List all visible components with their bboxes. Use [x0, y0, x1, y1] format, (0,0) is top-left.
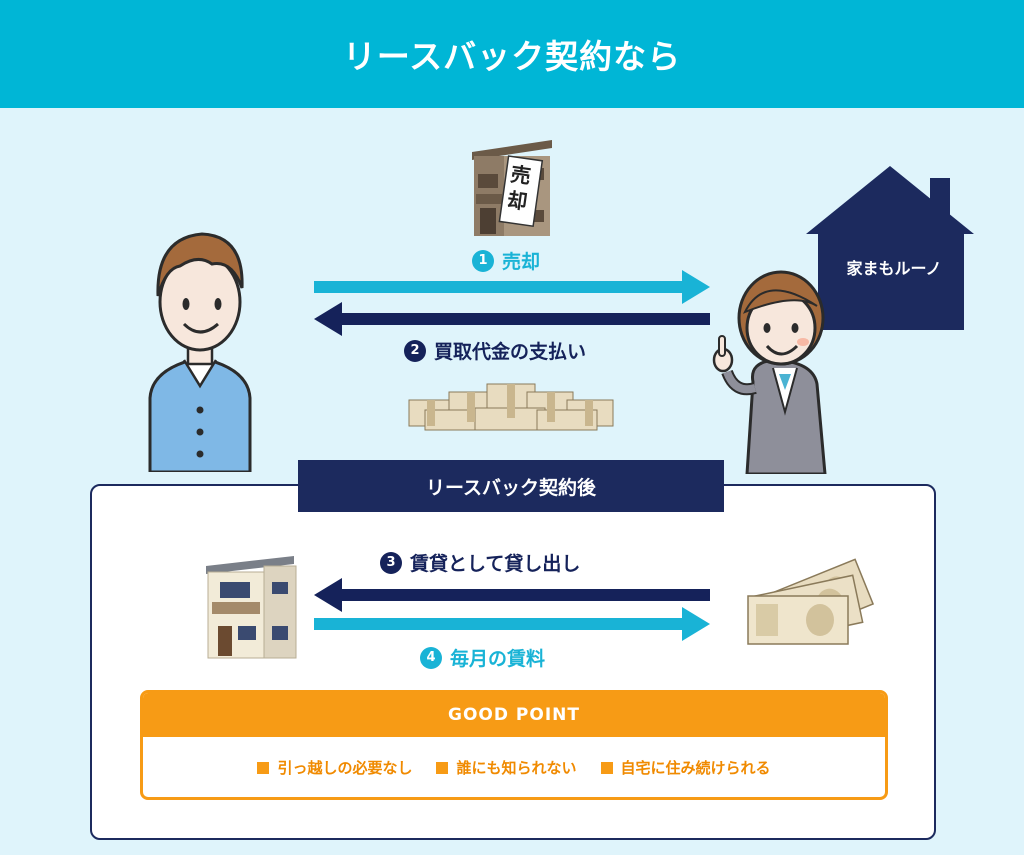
step-2-text: 買取代金の支払い [434, 341, 587, 363]
good-point-item: 引っ越しの必要なし [257, 757, 412, 778]
arrow-left-payment [314, 302, 710, 336]
sale-sign: 売 却 [494, 159, 545, 217]
step-1-label: 1 売却 [472, 247, 540, 274]
good-point-text: 誰にも知られない [456, 759, 577, 777]
sold-house-icon [472, 140, 552, 236]
bullet-square-icon [600, 761, 613, 774]
leased-house-icon [206, 556, 297, 659]
bullet-square-icon [257, 761, 270, 774]
company-name: 家まもルーノ [846, 259, 942, 278]
step-3-text: 賃貸として貸し出し [410, 553, 581, 575]
header-banner: リースバック契約なら [0, 0, 1024, 108]
good-point-item: 自宅に住み続けられる [600, 757, 771, 778]
woman-illustration [712, 270, 827, 474]
page-title: リースバック契約なら [342, 37, 682, 76]
good-point-box: GOOD POINT 引っ越しの必要なし 誰にも知られない 自宅に住み続けられる [140, 690, 888, 800]
step-1-number: 1 [472, 249, 494, 272]
good-point-item: 誰にも知られない [436, 757, 577, 778]
arrow-right-rent [314, 607, 710, 641]
step-4-text: 毎月の賃料 [450, 648, 546, 670]
step-3-label: 3 賃貸として貸し出し [380, 549, 580, 576]
banknotes-icon [747, 558, 874, 645]
step-2-number: 2 [404, 339, 426, 362]
bullet-square-icon [436, 761, 449, 774]
after-contract-banner: リースバック契約後 [298, 460, 724, 512]
good-point-list: 引っ越しの必要なし 誰にも知られない 自宅に住み続けられる [143, 737, 885, 778]
arrow-right-sale [314, 270, 710, 304]
man-illustration [148, 232, 252, 472]
step-4-number: 4 [420, 646, 442, 669]
step-2-label: 2 買取代金の支払い [404, 337, 586, 364]
company-house-icon [806, 166, 974, 330]
good-point-text: 自宅に住み続けられる [620, 759, 771, 777]
arrow-left-lease [314, 578, 710, 612]
good-point-title: GOOD POINT [143, 693, 885, 737]
good-point-text: 引っ越しの必要なし [277, 759, 413, 777]
step-4-label: 4 毎月の賃料 [420, 644, 545, 671]
step-1-text: 売却 [502, 251, 541, 273]
money-stacks-icon [408, 383, 614, 431]
step-3-number: 3 [380, 551, 402, 574]
